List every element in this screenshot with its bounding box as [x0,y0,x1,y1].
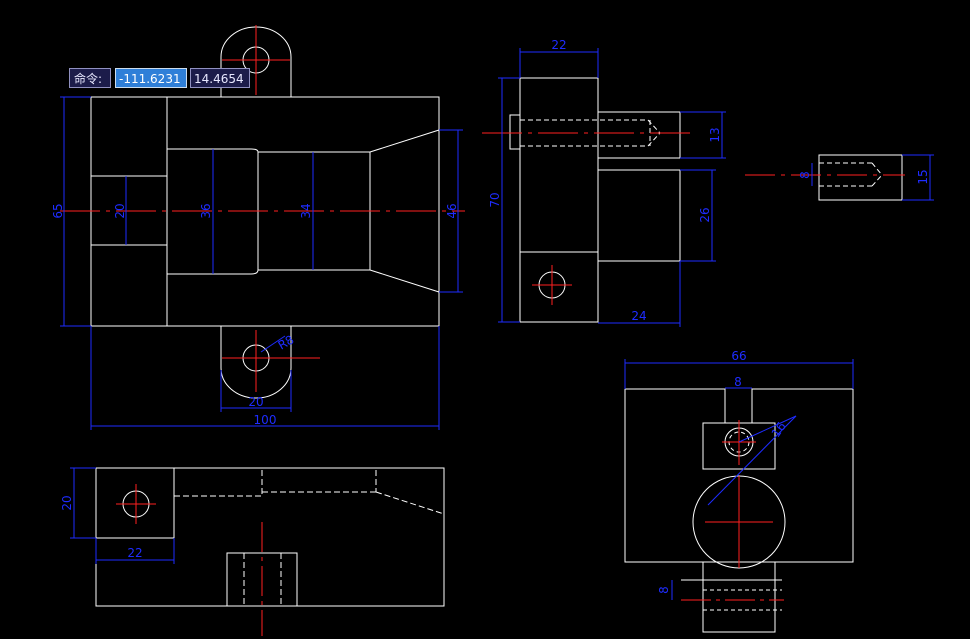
dim-detail-8: 8 [798,171,812,179]
coordinate-x-input[interactable]: -111.6231 [115,68,187,88]
dim-top-width-66: 66 [731,349,746,363]
coordinate-y-input[interactable]: 14.4654 [190,68,250,88]
dim-side-width: 22 [551,38,566,52]
plan-view-centerlines [116,484,263,636]
dim-side-26: 26 [698,207,712,222]
section-view-centerlines [681,420,784,601]
dim-front-radius: R8 [276,332,297,352]
section-view-dimensions [624,359,854,600]
dim-front-bore-34: 34 [299,203,313,218]
front-view-dimensions [60,96,463,430]
side-view-dimensions [498,48,726,327]
dim-side-height: 70 [488,192,502,207]
detail-view [818,154,903,201]
dim-top-8-bottom: 8 [657,586,671,594]
section-view-hidden [703,431,782,611]
dim-front-lug-width: 20 [248,395,263,409]
dim-plan-width-22: 22 [127,546,142,560]
detail-view-hidden [819,162,883,187]
dim-front-hole: 20 [113,203,127,218]
plan-view-dimensions [70,467,175,564]
plan-view [95,467,445,607]
dim-front-total-width: 100 [254,413,277,427]
dim-detail-15: 15 [916,169,930,184]
dim-top-slot-8: 8 [734,375,742,389]
dim-front-bore-36: 36 [199,203,213,218]
dim-plan-height-20: 20 [60,495,74,510]
detail-view-dimensions [811,154,934,201]
front-view-centerlines [60,25,465,392]
plan-view-hidden [174,470,445,606]
dimension-labels: 65 20 36 34 46 R8 20 100 22 70 13 26 24 … [51,38,930,594]
side-view-centerlines [482,132,690,305]
dim-side-13: 13 [708,127,722,142]
dim-side-24: 24 [631,309,646,323]
dim-front-height: 65 [51,203,65,218]
command-prompt-label: 命令: [69,68,111,88]
dim-front-cone-46: 46 [445,203,459,218]
